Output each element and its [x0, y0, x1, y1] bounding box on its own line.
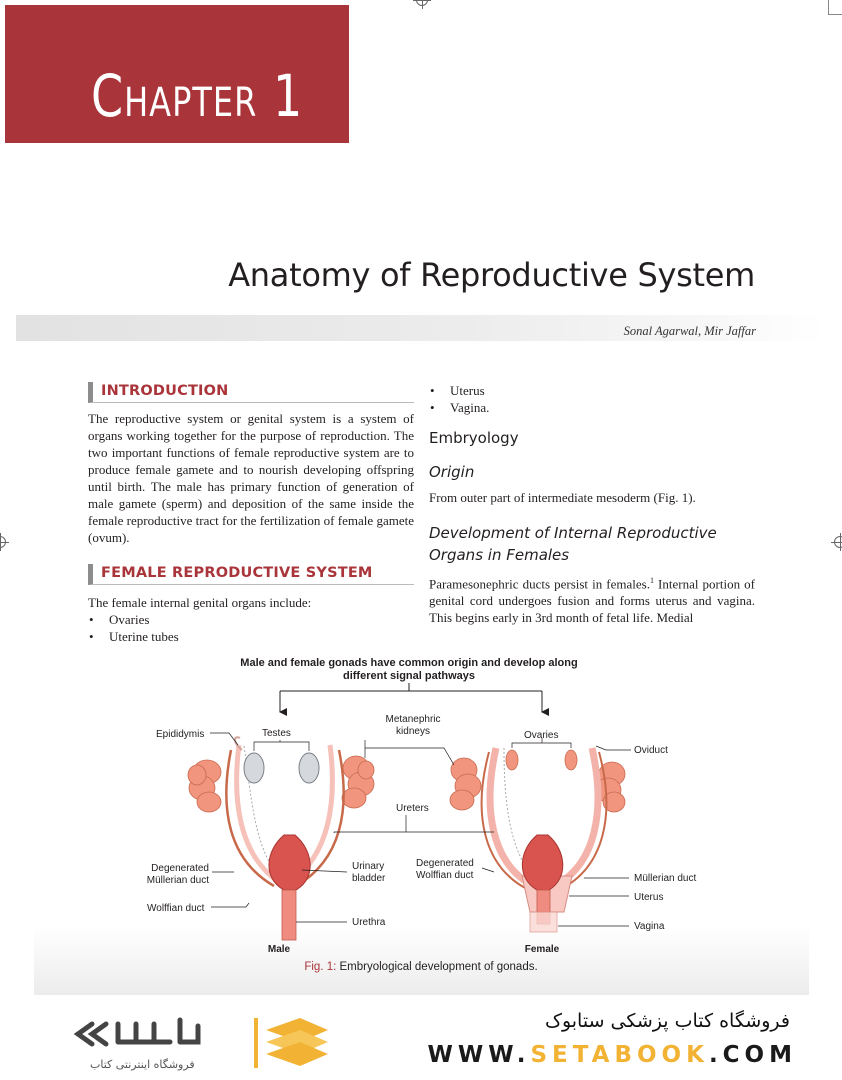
label-mullerian-duct: Müllerian duct: [634, 873, 696, 884]
leader-lines: [210, 732, 631, 927]
development-text-a: Paramesonephric ducts persist in females…: [429, 576, 650, 592]
testis-right: [298, 752, 320, 784]
authors: Sonal Agarwal, Mir Jaffar: [623, 324, 756, 338]
male-wolffian-duct-right: [295, 749, 345, 888]
male-bladder: [268, 834, 311, 891]
male-urethra: [281, 889, 297, 941]
chapter-title: Anatomy of Reproductive System: [228, 256, 755, 294]
gonad-development-figure: Male and female gonads have common origi…: [147, 657, 697, 955]
ovary-left: [505, 749, 519, 771]
male-anatomy: [187, 736, 375, 941]
development-heading: Development of Internal Reproductive Org…: [429, 524, 717, 564]
left-column: INTRODUCTION The reproductive system or …: [88, 382, 414, 645]
label-urethra: Urethra: [352, 917, 386, 928]
embryology-heading: Embryology: [429, 429, 519, 447]
female-organs-intro: The female internal genital organs inclu…: [88, 595, 312, 610]
shop-name: فروشگاه کتاب پزشکی ستابوک: [544, 1010, 790, 1032]
label-uterus: Uterus: [634, 892, 663, 903]
female-degenerated-duct: [503, 747, 535, 879]
introduction-paragraph: The reproductive system or genital syste…: [88, 411, 414, 545]
male-degenerated-duct: [243, 745, 283, 881]
female-bladder: [521, 834, 564, 891]
female-wolffian-right: [558, 751, 608, 891]
label-degen-mullerian-line1: Degenerated: [151, 863, 209, 874]
list-item: Uterus: [429, 382, 755, 399]
author-bar: [16, 315, 826, 341]
trim-mark: [828, 0, 829, 14]
label-urinary-line1: Urinary: [352, 861, 384, 872]
label-metanephric-line2: kidneys: [396, 726, 430, 737]
logo-script-icon: [73, 1017, 201, 1047]
female-mullerian-duct-left: [486, 747, 536, 890]
url-suffix: .COM: [708, 1042, 797, 1068]
label-degen-mullerian-line2: Müllerian duct: [147, 875, 209, 886]
crop-mark-left: [0, 533, 9, 551]
shop-url: WWW.SETABOOK.COM: [428, 1042, 798, 1068]
url-brand: SETABOOK: [530, 1042, 709, 1068]
male-kidney-left: [187, 759, 222, 813]
trim-mark: [828, 14, 842, 15]
figure-caption-text: Embryological development of gonads.: [336, 961, 538, 973]
label-degen-wolffian-line2: Wolffian duct: [416, 870, 474, 881]
label-oviduct: Oviduct: [634, 745, 668, 756]
development-text-b: Internal portion of genital cord undergo…: [429, 576, 756, 626]
reference-marker: 1: [649, 576, 654, 585]
testis-left: [243, 752, 265, 784]
list-item: Uterine tubes: [88, 628, 414, 645]
origin-paragraph: From outer part of intermediate mesoderm…: [429, 490, 696, 505]
logo-mark-icon: [254, 1018, 328, 1068]
label-degen-wolffian-line1: Degenerated: [416, 858, 474, 869]
label-testes: Testes: [262, 728, 291, 739]
label-ovaries: Ovaries: [524, 730, 558, 741]
vagina-shape: [529, 911, 558, 933]
ovary-right: [564, 749, 578, 771]
introduction-heading: INTRODUCTION: [88, 382, 414, 403]
female-system-heading: FEMALE REPRODUCTIVE SYSTEM: [88, 564, 414, 585]
figure-background: [34, 650, 809, 995]
label-ureters: Ureters: [396, 803, 429, 814]
female-organs-list-continued: Uterus Vagina.: [429, 382, 755, 416]
female-wolffian-left: [480, 751, 530, 891]
right-column: Uterus Vagina. Embryology Origin From ou…: [429, 382, 755, 626]
label-male: Male: [268, 944, 291, 955]
crop-mark-top: [413, 0, 431, 9]
label-urinary-line2: bladder: [352, 873, 386, 884]
label-metanephric-line1: Metanephric: [385, 714, 440, 725]
male-wolffian-duct-left: [225, 749, 275, 888]
origin-heading: Origin: [429, 463, 475, 481]
female-kidney-left: [449, 757, 482, 811]
logo-subtitle: فروشگاه اینترنتی کتاب: [90, 1058, 195, 1071]
epididymis-shape: [234, 736, 243, 751]
female-organs-list: Ovaries Uterine tubes: [88, 611, 414, 645]
pathway-arrows: [279, 683, 549, 716]
development-paragraph: Paramesonephric ducts persist in females…: [429, 572, 755, 626]
chapter-label: Chapter 1: [91, 62, 304, 130]
setabook-logo: [73, 1017, 328, 1068]
female-anatomy: [449, 747, 626, 933]
male-kidney-right: [341, 755, 375, 809]
figure-title-line1: Male and female gonads have common origi…: [240, 657, 577, 669]
male-mullerian-duct-left: [234, 744, 281, 885]
crop-mark-right: [831, 533, 842, 551]
label-female: Female: [525, 944, 560, 955]
label-epididymis: Epididymis: [156, 729, 204, 740]
label-vagina: Vagina: [634, 921, 665, 932]
figure-title-line2: different signal pathways: [343, 670, 475, 682]
url-prefix: WWW.: [427, 1042, 531, 1068]
figure-caption: Fig. 1: Embryological development of gon…: [0, 961, 842, 973]
list-item: Vagina.: [429, 399, 755, 416]
list-item: Ovaries: [88, 611, 414, 628]
label-wolffian-duct: Wolffian duct: [147, 903, 205, 914]
chapter-banner: Chapter 1: [5, 5, 349, 143]
figure-caption-label: Fig. 1:: [304, 961, 337, 973]
